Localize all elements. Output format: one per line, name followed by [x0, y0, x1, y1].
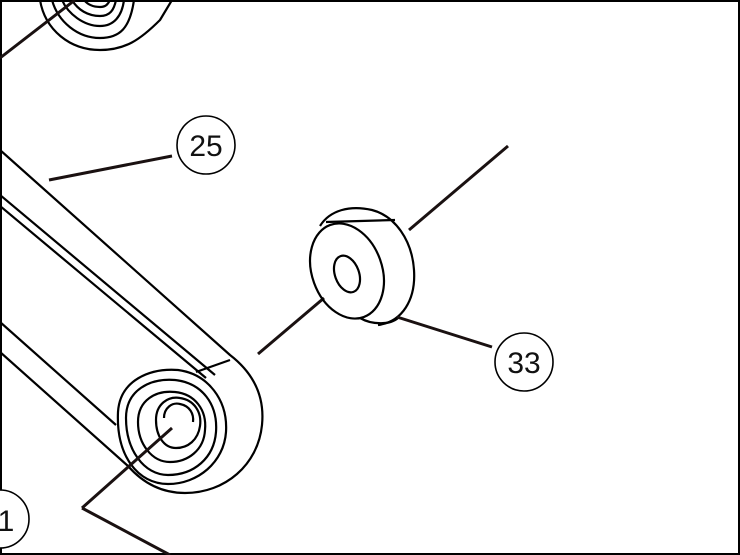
top-leader-line — [0, 0, 76, 60]
callout-25: 25 — [176, 115, 236, 175]
leader-33 — [396, 315, 493, 349]
leader-25 — [48, 154, 173, 182]
callout-1-label: 1 — [0, 505, 14, 538]
callout-1-partial: 1 — [0, 489, 30, 549]
callout-33: 33 — [494, 332, 554, 392]
bore-leader-lines — [81, 426, 173, 555]
assembly-axis-line — [257, 144, 509, 356]
callout-33-label: 33 — [507, 347, 540, 380]
arm-part-25 — [0, 149, 264, 495]
top-arm-fragment — [38, 0, 173, 52]
callout-25-label: 25 — [189, 130, 222, 163]
bushing-part-33 — [308, 207, 416, 327]
